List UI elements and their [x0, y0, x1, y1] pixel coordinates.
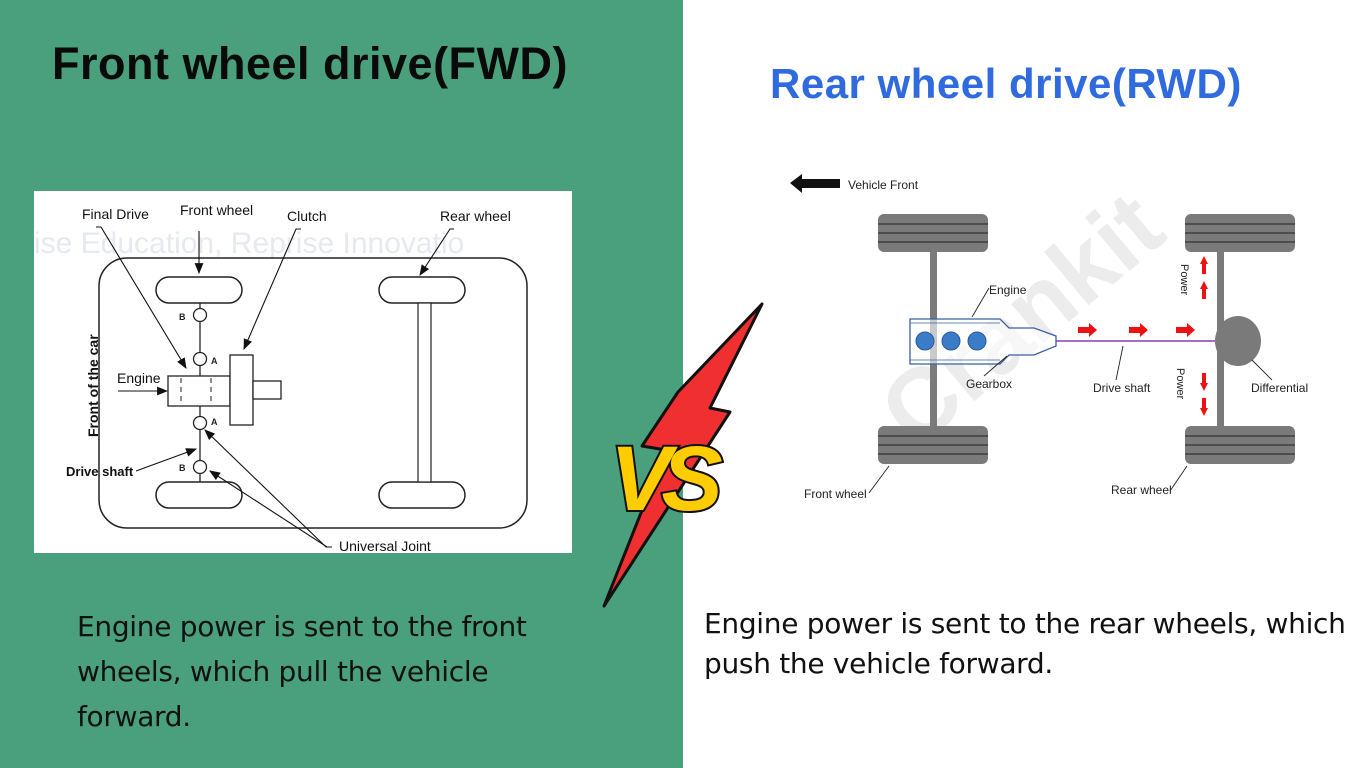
power-arrow-right-1: [1078, 323, 1097, 337]
power-arrow-up-1: [1200, 256, 1208, 274]
label-vehicle-front: Vehicle Front: [848, 178, 919, 192]
fwd-diagram: rise Education, Reprise Innovatio B A A …: [24, 191, 572, 554]
label-drive-shaft: Drive shaft: [66, 464, 134, 479]
label-final-drive: Final Drive: [82, 206, 149, 222]
label-clutch: Clutch: [287, 208, 327, 224]
power-arrow-down-2: [1200, 398, 1208, 416]
rear-wheel-bottom: [1185, 426, 1295, 464]
clutch: [229, 354, 254, 426]
front-wheel-top: [155, 276, 243, 304]
label-front-of-car: Front of the car: [85, 334, 101, 437]
fwd-watermark: rise Education, Reprise Innovatio: [34, 227, 464, 260]
vs-badge: VS: [600, 300, 770, 610]
engine-cylinder-3: [967, 331, 987, 351]
joint-label-a-top: A: [211, 356, 218, 366]
label-rear-wheel: Rear wheel: [440, 208, 511, 224]
label-universal-joint: Universal Joint: [339, 538, 431, 553]
label-power-bottom: Power: [1174, 368, 1186, 400]
car-body-outline: [98, 257, 528, 529]
label-front-wheel: Front wheel: [180, 202, 253, 218]
lightning-bolt-icon: [602, 302, 764, 608]
label-engine: Engine: [989, 283, 1027, 297]
differential: [1215, 316, 1261, 366]
power-arrow-up-2: [1200, 281, 1208, 299]
rwd-description: Engine power is sent to the rear wheels,…: [704, 607, 1346, 680]
engine-block: [167, 375, 231, 407]
rear-wheel-top: [1185, 214, 1295, 252]
universal-joint-b-bottom: [192, 459, 208, 475]
front-wheel-top: [878, 214, 988, 252]
label-front-wheel: Front wheel: [804, 487, 867, 501]
rwd-diagram: Crankit Vehicle Front: [776, 160, 1331, 520]
rwd-panel: [683, 0, 1366, 768]
engine-cylinder-1: [915, 331, 935, 351]
power-arrow-right-2: [1129, 323, 1148, 337]
vs-text: VS: [610, 428, 722, 530]
gearbox-output: [252, 380, 282, 400]
fwd-title: Front wheel drive(FWD): [52, 38, 568, 89]
universal-joint-a-top: [192, 351, 208, 367]
joint-label-b-top: B: [179, 312, 186, 322]
front-wheel-bottom: [155, 481, 243, 509]
label-rear-wheel: Rear wheel: [1111, 483, 1172, 497]
label-differential: Differential: [1251, 381, 1308, 395]
universal-joint-a-bottom: [192, 415, 208, 431]
power-arrow-down-1: [1200, 373, 1208, 391]
engine-cylinder-2: [941, 331, 961, 351]
label-gearbox: Gearbox: [966, 377, 1012, 391]
label-drive-shaft: Drive shaft: [1093, 381, 1151, 395]
vehicle-front-arrow-icon: [790, 174, 840, 193]
power-arrow-right-3: [1176, 323, 1195, 337]
rear-wheel-top: [378, 276, 466, 304]
joint-label-a-bottom: A: [211, 417, 218, 427]
universal-joint-b-top: [192, 307, 208, 323]
joint-label-b-bottom: B: [179, 463, 186, 473]
label-power-top: Power: [1178, 264, 1190, 296]
label-engine: Engine: [117, 370, 161, 386]
rear-wheel-bottom: [378, 481, 466, 509]
front-wheel-bottom: [878, 426, 988, 464]
rear-axle: [417, 302, 432, 483]
rwd-title: Rear wheel drive(RWD): [770, 60, 1242, 107]
fwd-description: Engine power is sent to the front wheels…: [77, 610, 527, 733]
